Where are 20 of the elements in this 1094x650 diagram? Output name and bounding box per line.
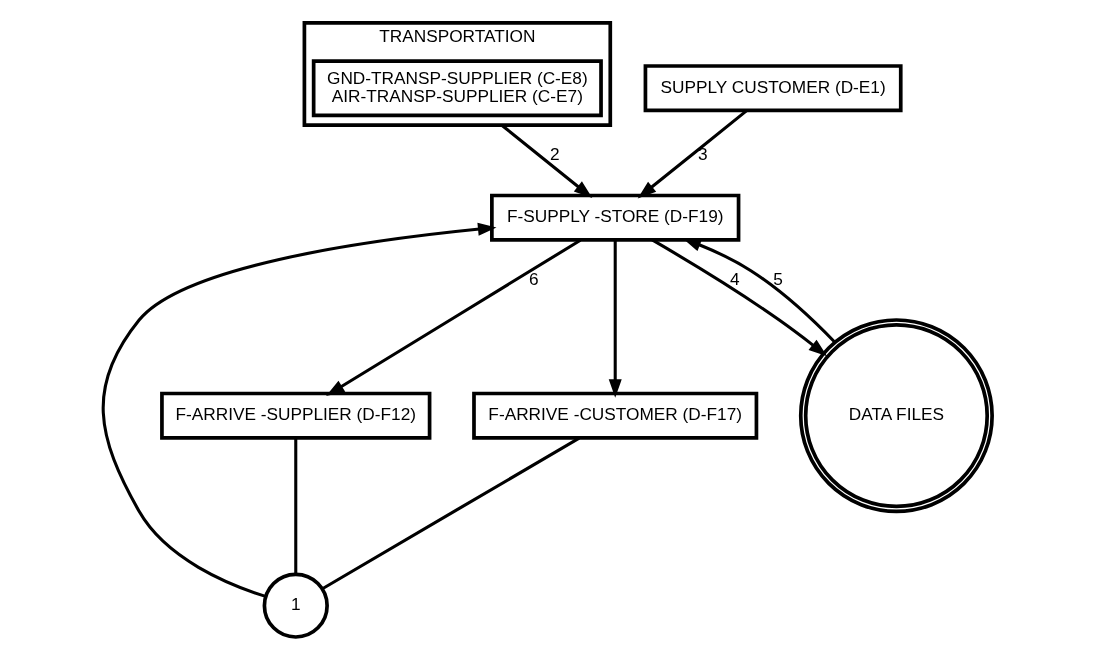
edge-label: 4 (729, 268, 740, 289)
arrow (608, 240, 622, 398)
node-circle: DATA FILES (798, 318, 994, 514)
node-box: F-ARRIVE -CUSTOMER (D-F17) (471, 391, 758, 440)
arrow (325, 238, 581, 396)
arrow (101, 222, 496, 598)
node-circle: 1 (262, 572, 329, 639)
arrow (637, 109, 748, 199)
edge-label: 5 (772, 268, 783, 289)
connector (321, 436, 580, 591)
arrow (650, 238, 827, 357)
edge-label: 2 (549, 143, 560, 164)
edge-label: 3 (697, 143, 708, 164)
node-box: F-ARRIVE -SUPPLIER (D-F12) (159, 391, 431, 440)
node-box: SUPPLY CUSTOMER (D-E1) (643, 64, 903, 113)
node-box: F-SUPPLY -STORE (D-F19) (489, 193, 740, 242)
connector (293, 438, 297, 575)
arrow (500, 124, 592, 199)
edge-label: 6 (528, 268, 539, 289)
node-box: GND-TRANSP-SUPPLIER (C-E8) AIR-TRANSP-SUPPLIER (C-E7) (311, 59, 603, 118)
